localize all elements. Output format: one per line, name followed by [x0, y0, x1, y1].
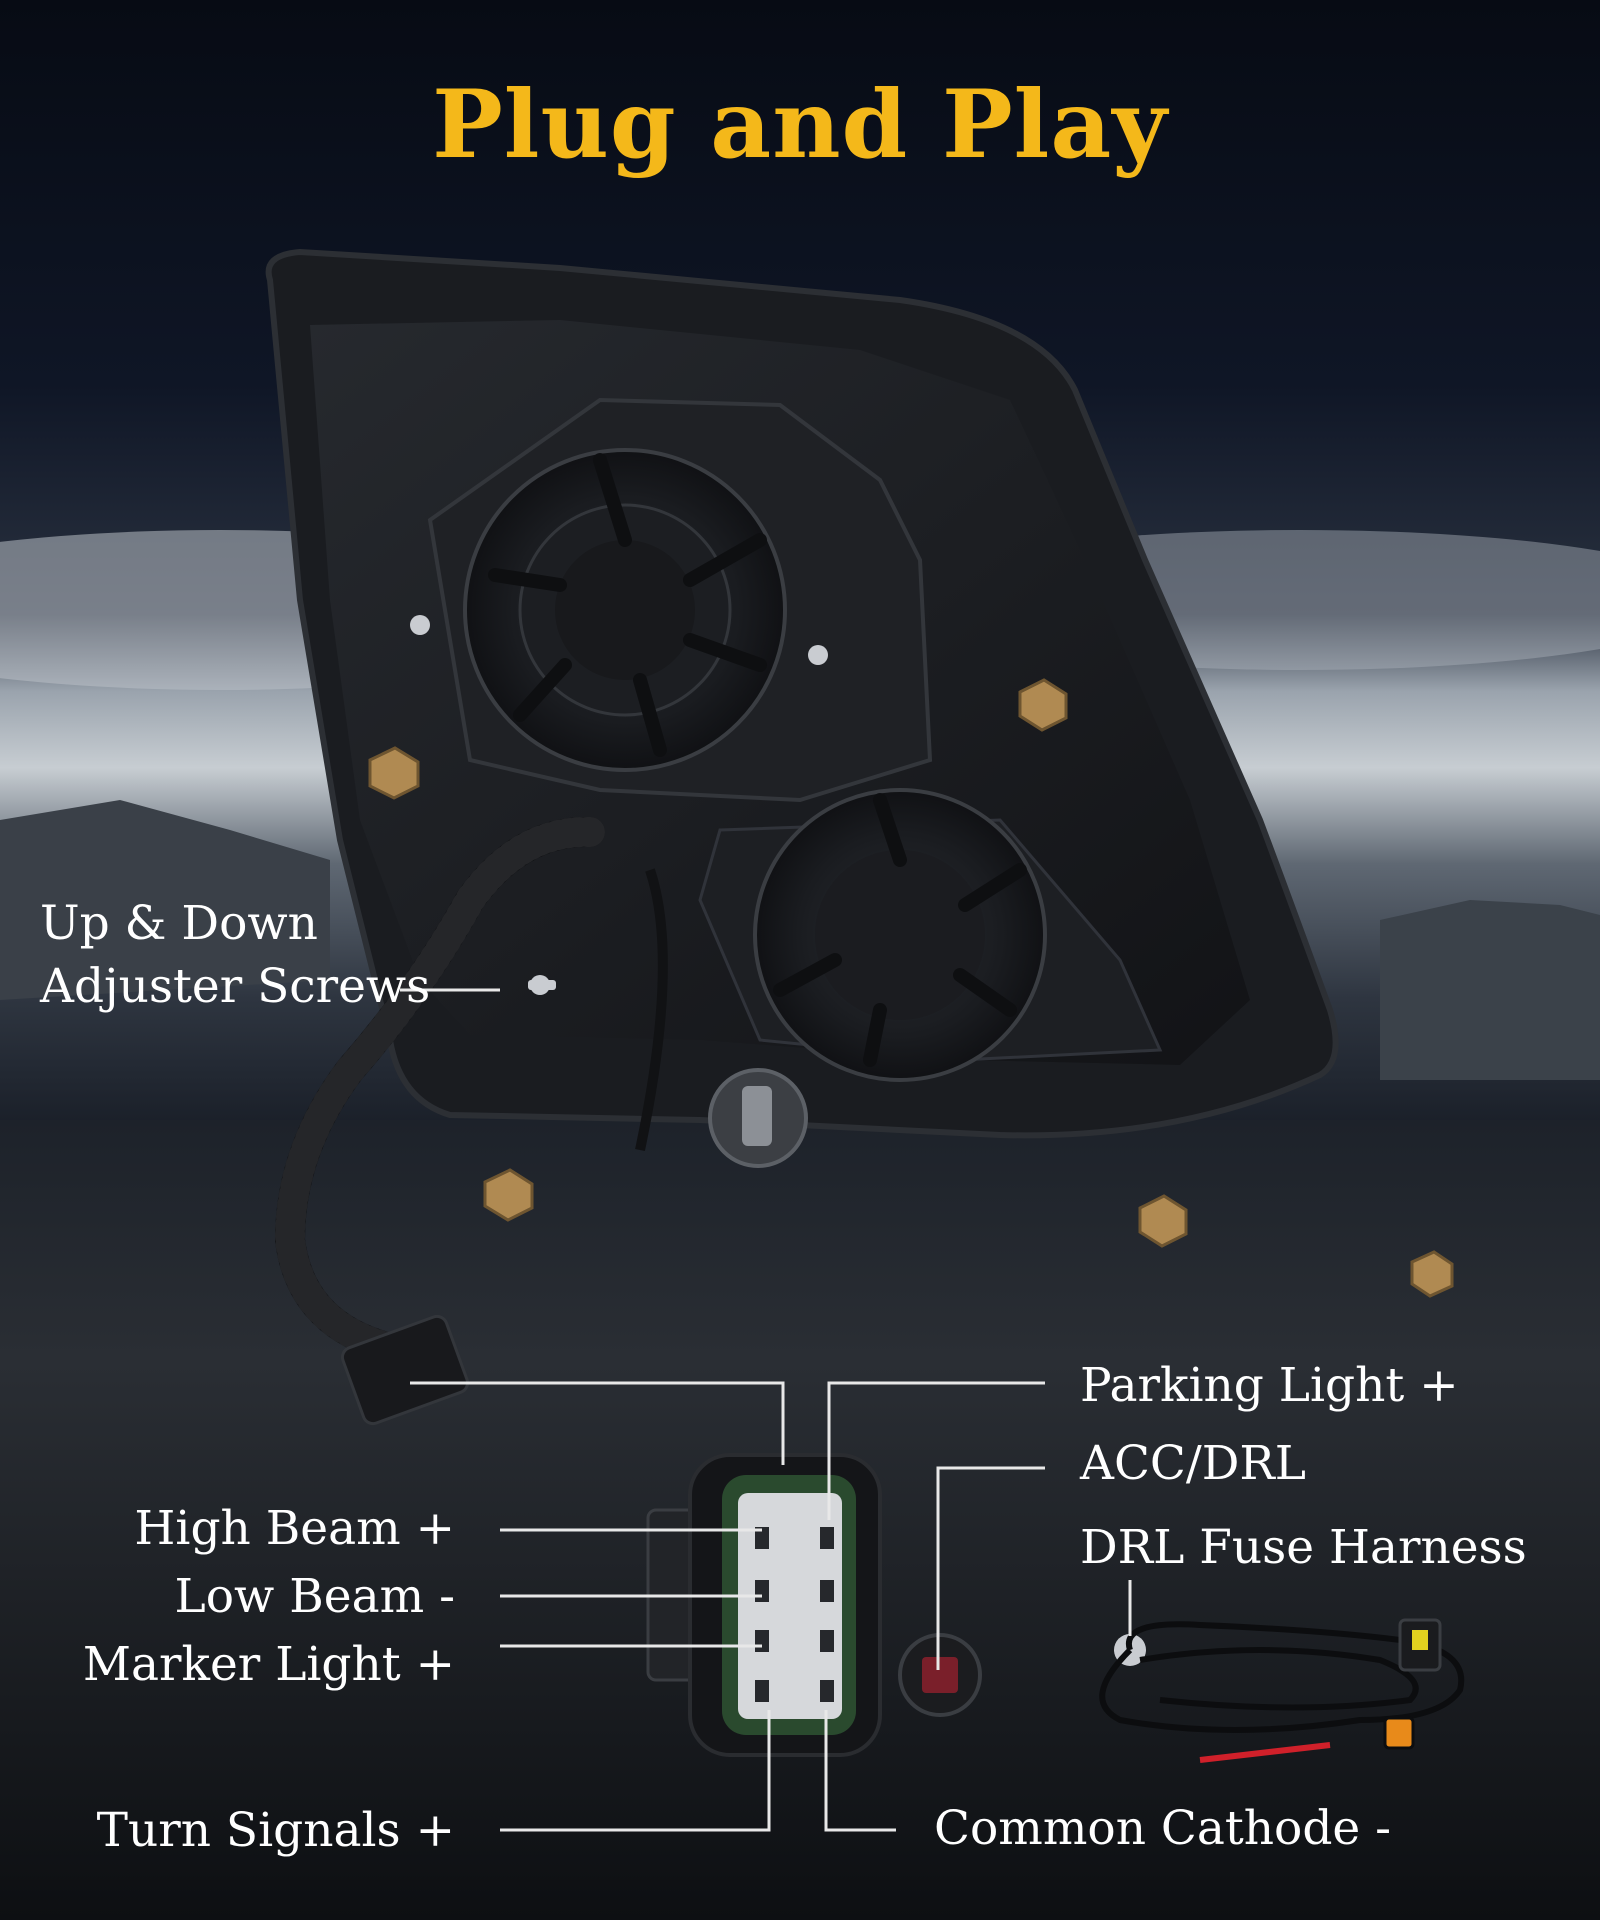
headlight-housing — [265, 248, 1454, 1426]
label-adjuster-line2: Adjuster Screws — [40, 959, 431, 1014]
label-adjuster-line1: Up & Down — [40, 896, 318, 951]
label-marker-light: Marker Light + — [82, 1637, 455, 1692]
label-turn-signals: Turn Signals + — [96, 1803, 455, 1858]
label-acc-drl: ACC/DRL — [1080, 1436, 1306, 1491]
label-parking-light: Parking Light + — [1080, 1358, 1459, 1413]
callout-lines — [400, 988, 1132, 1832]
label-low-beam: Low Beam - — [174, 1569, 455, 1624]
label-drl-fuse-harness: DRL Fuse Harness — [1080, 1520, 1527, 1575]
drl-fuse-harness — [1099, 1618, 1465, 1763]
page-title: Plug and Play — [432, 70, 1168, 180]
label-common-cathode: Common Cathode - — [934, 1801, 1392, 1856]
label-high-beam: High Beam + — [134, 1501, 455, 1556]
